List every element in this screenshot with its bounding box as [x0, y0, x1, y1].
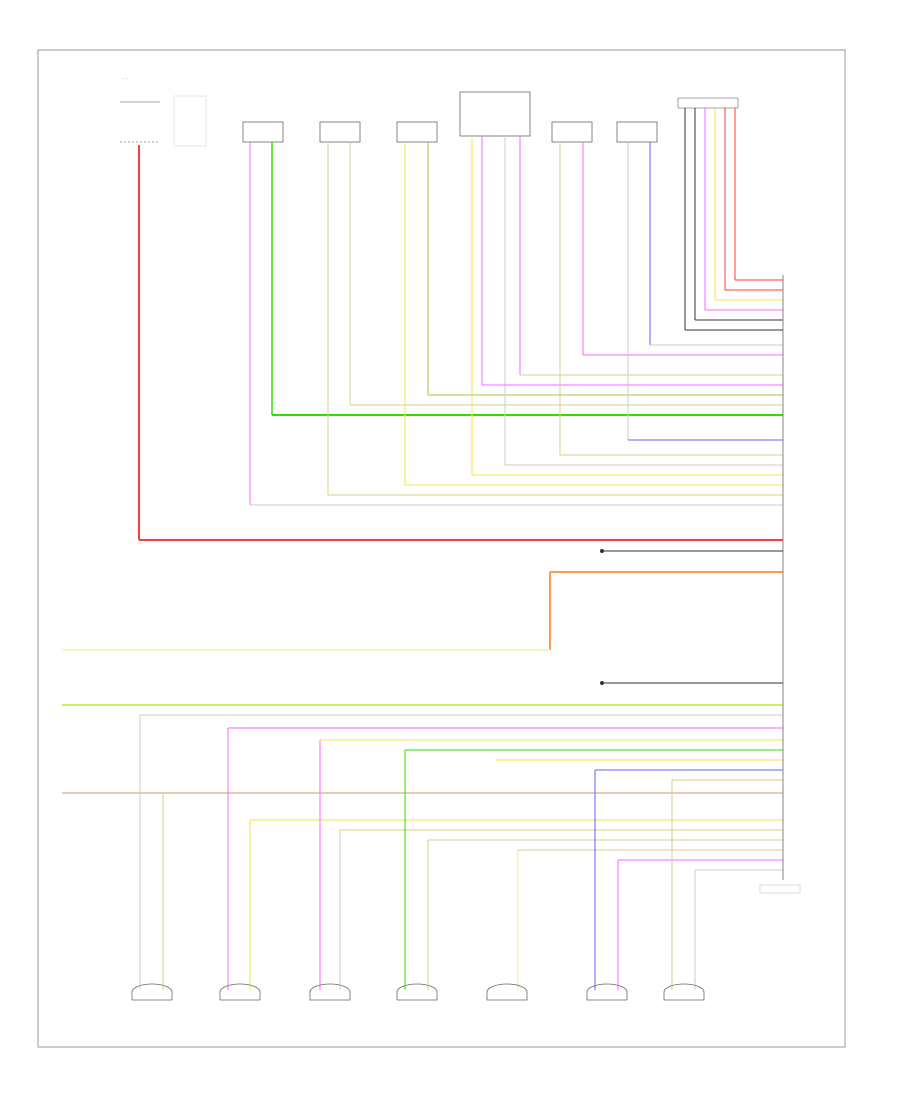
speaker-icon — [131, 983, 173, 1001]
diagram-frame — [37, 49, 846, 1048]
bottom-wires — [139, 714, 783, 990]
power-feed: · · · — [120, 76, 783, 541]
connector-block — [319, 121, 361, 143]
speaker-icon — [219, 983, 261, 1001]
speakers — [131, 983, 705, 1001]
connector-block — [242, 121, 284, 143]
right-connector — [759, 275, 801, 894]
speaker-icon — [396, 983, 438, 1001]
speaker-icon — [586, 983, 628, 1001]
svg-text:· · ·: · · · — [122, 76, 128, 81]
top-connectors — [242, 91, 783, 506]
connector-block — [551, 121, 593, 143]
speaker-icon — [309, 983, 351, 1001]
connector-block — [677, 97, 739, 109]
speaker-icon — [486, 983, 528, 1001]
speaker-icon — [663, 983, 705, 1001]
connector-block — [616, 121, 658, 143]
connector-block — [396, 121, 438, 143]
connector-block — [459, 91, 531, 137]
middle-feeds — [62, 549, 783, 794]
